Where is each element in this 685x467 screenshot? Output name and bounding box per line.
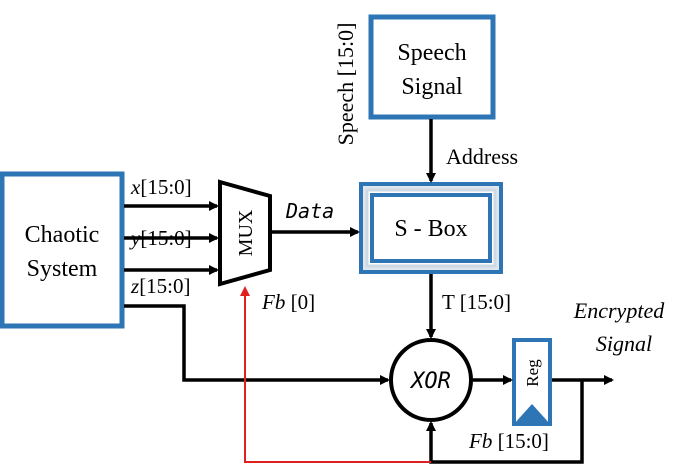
z-bus-label: z[15:0] <box>130 274 191 298</box>
reg-label: Reg <box>523 359 542 387</box>
speech-bus-label: Speech [15:0] <box>333 23 358 146</box>
mux-label: MUX <box>235 209 257 256</box>
encrypted-label-line1: Encrypted <box>573 298 665 323</box>
chaotic-system-label-line1: Chaotic <box>25 222 100 248</box>
mux-block: MUX <box>218 179 272 287</box>
fb-bus-label: Fb [15:0] <box>468 429 549 453</box>
xor-label: XOR <box>409 369 451 394</box>
t-bus-label: T [15:0] <box>442 290 511 314</box>
speech-signal-label-line1: Speech <box>397 40 466 66</box>
xor-block: XOR <box>389 338 473 422</box>
x-bus-label: x[15:0] <box>130 175 192 199</box>
chaotic-to-xor-wire <box>124 304 390 385</box>
feedback-wire <box>426 380 584 464</box>
sbox-block: S - Box <box>359 182 503 274</box>
speech-signal-block: Speech Signal <box>368 14 496 120</box>
data-label: Data <box>285 199 334 223</box>
reg-block: Reg <box>512 338 552 426</box>
chaotic-system-label-line2: System <box>27 256 98 282</box>
chaotic-system-block: Chaotic System <box>0 171 125 329</box>
encrypted-label-line2: Signal <box>596 331 652 356</box>
address-label: Address <box>446 144 518 169</box>
speech-signal-label-line2: Signal <box>401 74 463 100</box>
y-bus-label: y[15:0] <box>129 226 192 250</box>
feedback-bit-wire <box>240 286 431 463</box>
fb0-label: Fb [0] <box>261 290 315 314</box>
reg-clock-icon <box>514 404 550 424</box>
sbox-label: S - Box <box>394 216 467 242</box>
